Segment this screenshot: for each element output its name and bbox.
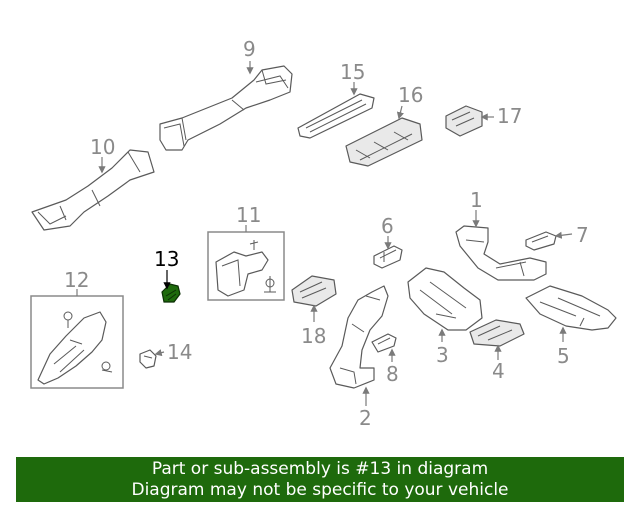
callout-6[interactable]: 6 — [381, 214, 394, 238]
callout-11[interactable]: 11 — [236, 203, 261, 227]
callout-17[interactable]: 17 — [497, 104, 522, 128]
part-1-duct[interactable] — [455, 225, 547, 281]
callout-4[interactable]: 4 — [492, 359, 505, 383]
callout-2[interactable]: 2 — [359, 406, 372, 430]
part-12-assembly-box[interactable] — [30, 295, 124, 389]
notice-banner: Part or sub-assembly is #13 in diagram D… — [16, 457, 624, 502]
part-11-assembly-box[interactable] — [207, 231, 285, 301]
part-4-vents[interactable] — [469, 319, 525, 347]
callout-7[interactable]: 7 — [576, 223, 589, 247]
part-17-vent[interactable] — [445, 105, 483, 137]
parts-diagram: 9 10 15 16 17 1 7 6 11 13 12 14 18 3 4 5… — [30, 37, 617, 430]
part-16-center-vent[interactable] — [345, 117, 423, 167]
part-10-duct[interactable] — [31, 149, 155, 231]
callout-18[interactable]: 18 — [301, 324, 326, 348]
part-7-clip[interactable] — [525, 231, 557, 251]
callout-10[interactable]: 10 — [90, 135, 115, 159]
part-14-clip[interactable] — [139, 349, 157, 369]
callout-8[interactable]: 8 — [386, 362, 399, 386]
part-2-duct[interactable] — [329, 285, 389, 389]
callout-12[interactable]: 12 — [64, 268, 89, 292]
callout-13[interactable]: 13 — [154, 247, 179, 271]
part-8-clip[interactable] — [371, 333, 397, 353]
callout-1[interactable]: 1 — [470, 188, 483, 212]
leader-lines — [76, 61, 573, 406]
callout-14[interactable]: 14 — [167, 340, 192, 364]
callout-9[interactable]: 9 — [243, 37, 256, 61]
callout-15[interactable]: 15 — [340, 60, 365, 84]
part-18-vent-housing[interactable] — [291, 275, 337, 307]
callout-labels: 9 10 15 16 17 1 7 6 11 13 12 14 18 3 4 5… — [64, 37, 589, 430]
callout-5[interactable]: 5 — [557, 344, 570, 368]
part-9-duct[interactable] — [159, 65, 293, 151]
part-3-duct[interactable] — [407, 267, 483, 331]
banner-line-part: Part or sub-assembly is #13 in diagram — [151, 459, 489, 479]
callout-16[interactable]: 16 — [398, 83, 423, 107]
part-5-duct[interactable] — [525, 285, 617, 331]
part-13-highlighted[interactable] — [161, 283, 181, 303]
callout-3[interactable]: 3 — [436, 343, 449, 367]
banner-line-disclaimer: Diagram may not be specific to your vehi… — [131, 480, 509, 500]
part-6-clip[interactable] — [373, 245, 403, 269]
part-15-vent-grille[interactable] — [297, 93, 375, 139]
